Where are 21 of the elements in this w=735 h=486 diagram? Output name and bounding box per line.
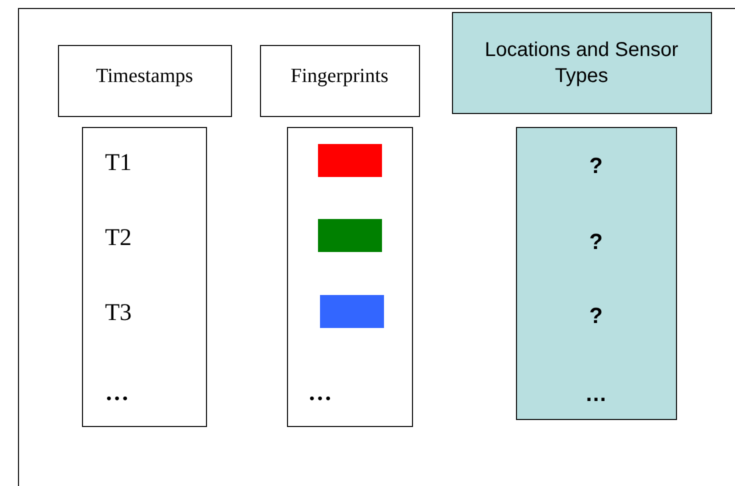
column-box [516,127,677,420]
cell-text: … [105,379,129,408]
cell-text: Fingerprints [290,64,390,89]
cell-text: T2 [105,224,132,253]
cell-text: T1 [105,149,132,178]
cell-text: … [308,379,332,408]
color-bar [320,295,384,328]
header-box [260,45,420,117]
cell-text: Locations and Sensor Types [484,38,680,89]
color-bar [318,219,382,252]
header-box [452,12,712,114]
column-box [287,127,413,427]
cell-text: T3 [105,299,132,328]
column-box [82,127,207,427]
cell-text: … [584,380,608,408]
header-box [58,45,232,117]
color-bar [318,144,382,177]
cell-text: ? [588,228,604,256]
cell-text: Timestamps [94,64,194,89]
cell-text: ? [588,302,604,330]
cell-text: ? [588,152,604,180]
